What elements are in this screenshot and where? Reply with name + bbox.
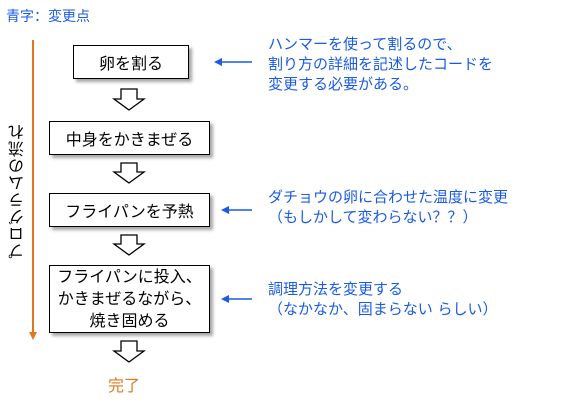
note-line: 変更する必要がある。: [268, 75, 419, 93]
change-note-preheat: ダチョウの卵に合わせた温度に変更 （もしかして変わらない？？）: [268, 187, 508, 227]
step-crack-egg: 卵を割る: [73, 45, 189, 79]
step-label-line: 焼き固める: [89, 311, 170, 330]
down-arrow-icon: [112, 234, 146, 256]
step-label-line: フライパンに投入、: [57, 267, 202, 286]
step-label-line: かきまぜるながら、: [57, 289, 202, 308]
change-note-cook: 調理方法を変更する （なかなか、固まらない らしい）: [268, 279, 497, 319]
step-cook-in-pan: フライパンに投入、 かきまぜるながら、 焼き固める: [49, 265, 210, 333]
step-label: 中身をかきまぜる: [65, 130, 194, 149]
note-line: 調理方法を変更する: [268, 280, 404, 298]
legend-changes: 青字：変更点: [6, 9, 90, 25]
change-note-crack: ハンマーを使って割るので、 割り方の詳細を記述したコードを 変更する必要がある。: [268, 34, 493, 94]
program-flow-label: プログラムの流れ: [8, 123, 27, 259]
note-line: ハンマーを使って割るので、: [268, 35, 462, 53]
note-line: 割り方の詳細を記述したコードを: [268, 55, 494, 73]
note-line: （もしかして変わらない？？）: [268, 208, 478, 226]
step-label: 卵を割る: [98, 54, 163, 73]
step-preheat-pan: フライパンを予熱: [49, 193, 210, 227]
down-arrow-icon: [112, 340, 146, 363]
note-line: （なかなか、固まらない らしい）: [268, 300, 498, 318]
down-arrow-icon: [112, 88, 146, 111]
note-line: ダチョウの卵に合わせた温度に変更: [268, 188, 509, 206]
down-arrow-icon: [112, 162, 146, 184]
step-stir-contents: 中身をかきまぜる: [49, 121, 210, 155]
end-label: 完了: [108, 376, 141, 395]
step-label: フライパンを予熱: [65, 202, 194, 221]
